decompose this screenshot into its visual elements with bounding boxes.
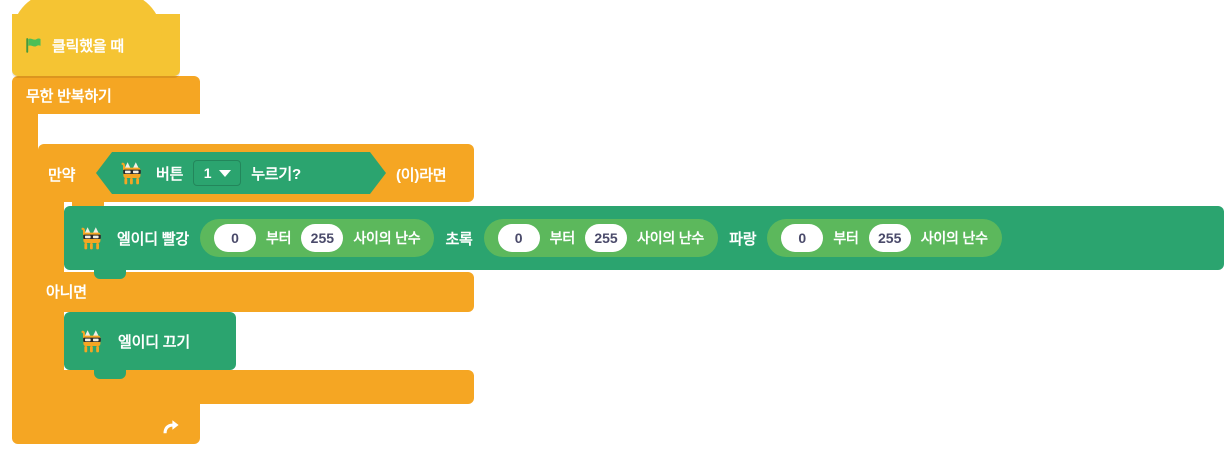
led-color-block[interactable]: 엘이디 빨강 0 부터 255 사이의 난수 초록 0 부터 255 사이의 난…	[64, 206, 1224, 279]
if-else-bottom-notch	[72, 370, 104, 379]
green-flag-icon	[26, 37, 41, 53]
led-red-label: 엘이디 빨강	[117, 230, 189, 248]
chevron-down-icon	[218, 169, 231, 177]
cat-icon	[121, 162, 141, 185]
hat-block-label: 클릭했을 때	[52, 37, 124, 55]
loop-arrow-icon	[163, 420, 179, 434]
cat-icon	[81, 330, 101, 353]
random-blue-from-input[interactable]: 0	[781, 224, 824, 252]
random-red-to-input[interactable]: 255	[301, 224, 344, 252]
button-pressed-condition-block[interactable]: 버튼 1 누르기?	[96, 152, 386, 194]
led-off-label: 엘이디 끄기	[118, 333, 190, 351]
random-red-tail-label: 사이의 난수	[353, 230, 421, 246]
random-green-mid-label: 부터	[549, 230, 576, 246]
random-red-from-input[interactable]: 0	[213, 224, 256, 252]
random-red-mid-label: 부터	[265, 230, 292, 246]
hat-bottom-notch	[20, 62, 50, 70]
if-label: 만약	[48, 167, 76, 184]
led-off-block-notch	[94, 370, 126, 379]
random-blue-tail-label: 사이의 난수	[920, 230, 988, 246]
hexagon-shape	[96, 152, 386, 194]
led-blue-label: 파랑	[729, 230, 757, 248]
condition-suffix-label: 누르기?	[251, 165, 301, 183]
random-green-tail-label: 사이의 난수	[637, 230, 705, 246]
when-flag-clicked-hat-block[interactable]: 클릭했을 때	[12, 0, 180, 76]
random-blue-mid-label: 부터	[833, 230, 859, 246]
random-reporter-blue[interactable]: 0 부터 255 사이의 난수	[767, 219, 1002, 257]
if-branch-left-arm	[38, 198, 64, 274]
dropdown-value: 1	[203, 165, 212, 181]
random-blue-to-input[interactable]: 255	[868, 224, 911, 252]
led-off-block[interactable]: 엘이디 끄기	[64, 312, 236, 379]
else-branch-left-arm	[38, 306, 64, 374]
random-reporter-green[interactable]: 0 부터 255 사이의 난수	[483, 219, 719, 257]
hat-dome	[12, 0, 162, 36]
led-green-label: 초록	[445, 230, 473, 248]
condition-prefix-label: 버튼	[156, 165, 184, 183]
forever-block-left-arm	[12, 110, 38, 406]
then-label: (이)라면	[396, 167, 447, 184]
random-green-to-input[interactable]: 255	[585, 224, 628, 252]
forever-block-label: 무한 반복하기	[26, 88, 112, 105]
random-reporter-red[interactable]: 0 부터 255 사이의 난수	[199, 219, 435, 257]
cat-icon	[81, 227, 101, 250]
forever-block-top[interactable]	[12, 76, 200, 114]
button-number-dropdown[interactable]: 1	[193, 160, 242, 186]
led-color-block-notch	[94, 270, 126, 279]
else-label: 아니면	[46, 284, 87, 301]
random-green-from-input[interactable]: 0	[497, 224, 540, 252]
